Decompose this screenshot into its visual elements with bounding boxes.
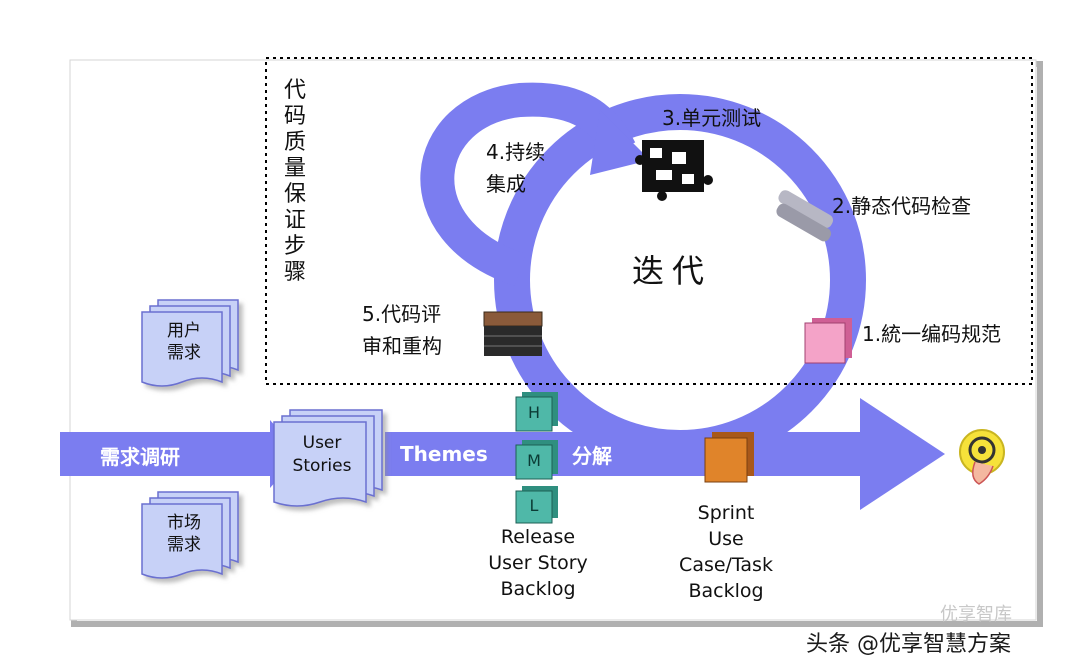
research-arrow-body xyxy=(60,432,270,476)
themes-label: Themes xyxy=(400,442,488,466)
refactor-icon xyxy=(483,311,543,356)
user-req-label: 用户 需求 xyxy=(146,320,222,364)
user-stories-line2: Stories xyxy=(292,456,352,476)
title-char: 量 xyxy=(283,156,306,181)
sprint-line: Case/Task xyxy=(679,554,773,576)
release-line: User Story xyxy=(488,552,588,574)
release-line: Release xyxy=(500,526,576,548)
user-req-line1: 用户 xyxy=(167,321,201,341)
user-req-line2: 需求 xyxy=(167,343,201,363)
ci-loop-arrow xyxy=(420,82,636,287)
user-stories-label: User Stories xyxy=(276,432,368,478)
sprint-card xyxy=(704,432,754,483)
research-label: 需求调研 xyxy=(100,445,180,469)
decompose-label: 分解 xyxy=(572,444,612,468)
priority-card-medium: M xyxy=(527,451,541,470)
title-char: 保 xyxy=(283,182,306,207)
market-req-line1: 市场 xyxy=(167,513,201,533)
coding-standard-icon xyxy=(804,318,852,364)
faint-brand-watermark: 优享智库 xyxy=(940,604,1012,625)
title-char: 骤 xyxy=(283,260,306,285)
sprint-backlog-label: Sprint Use Case/Task Backlog xyxy=(656,500,796,604)
user-stories-line1: User xyxy=(302,433,342,453)
release-backlog-label: Release User Story Backlog xyxy=(468,524,608,602)
title-char: 证 xyxy=(283,208,306,233)
quality-steps-title: 代 码 质 量 保 证 步 骤 xyxy=(280,78,310,286)
step-5-label-line2: 审和重构 xyxy=(362,334,442,358)
release-line: Backlog xyxy=(500,578,576,600)
step-5-label-line1: 5.代码评 xyxy=(362,302,442,326)
title-char: 步 xyxy=(283,234,306,259)
market-req-line2: 需求 xyxy=(167,535,201,555)
user-req-doc xyxy=(141,299,239,387)
market-req-doc xyxy=(141,491,239,579)
market-req-label: 市场 需求 xyxy=(146,512,222,556)
step-2-label: 2.静态代码检查 xyxy=(832,194,972,218)
title-char: 码 xyxy=(283,104,306,129)
step-3-label: 3.单元测试 xyxy=(662,106,762,130)
sprint-line: Backlog xyxy=(688,580,764,602)
step-4-label-line2: 集成 xyxy=(486,172,526,196)
priority-card-low: L xyxy=(529,496,539,515)
priority-card-high: H xyxy=(527,403,541,422)
sprint-line: Use xyxy=(708,528,744,550)
static-check-icon xyxy=(776,190,834,242)
sprint-line: Sprint xyxy=(697,502,755,524)
ci-loop-arrowhead xyxy=(590,110,650,175)
priority-cards xyxy=(515,392,558,524)
themes-arrow-body xyxy=(385,432,875,476)
goal-target-icon xyxy=(959,429,1005,485)
iteration-label: 迭代 xyxy=(632,252,713,290)
title-char: 质 xyxy=(283,130,306,155)
step-4-label-line1: 4.持续 xyxy=(486,140,546,164)
main-arrowhead xyxy=(860,398,945,510)
unit-test-icon xyxy=(635,140,713,201)
step-1-label: 1.統一编码规范 xyxy=(862,322,1002,346)
author-credit: 头条 @优享智慧方案 xyxy=(806,632,1011,657)
title-char: 代 xyxy=(283,78,306,103)
user-stories-doc xyxy=(273,409,383,507)
